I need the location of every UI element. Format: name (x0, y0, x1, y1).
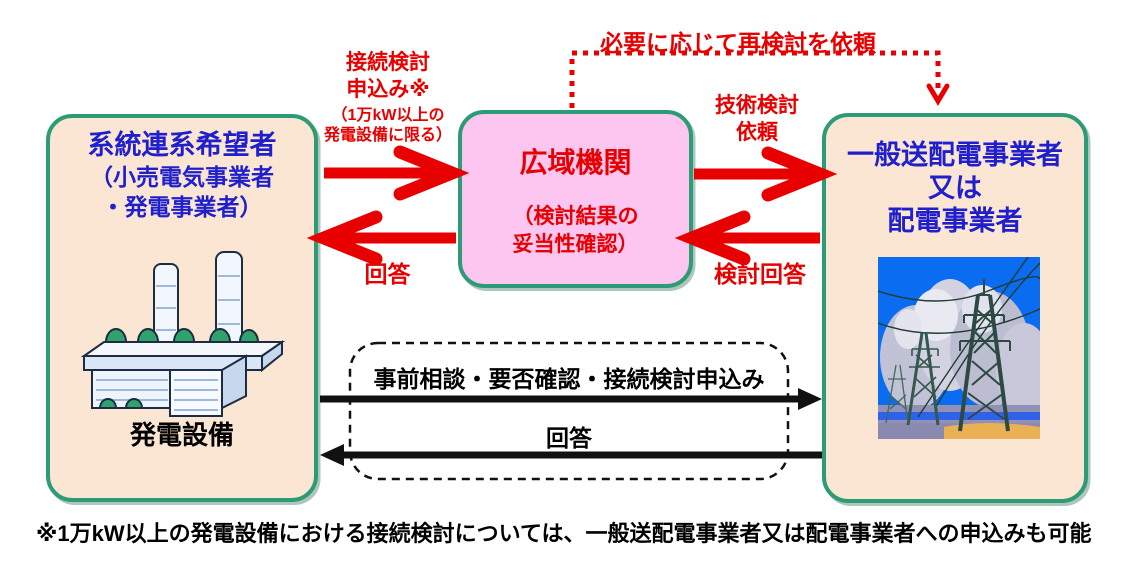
power-plant-caption: 発電設備 (129, 420, 234, 450)
tech-request-label-line1: 技術検討 (715, 94, 799, 117)
distribution-operator-line3: 配電事業者 (887, 206, 1023, 236)
oversight-organization-title: 広域機関 (519, 147, 632, 178)
roof-domes (104, 328, 260, 343)
apply-label-line1: 接続検討 (346, 51, 430, 74)
red-arrow-tech-answer (674, 210, 820, 266)
tower-medium (906, 332, 940, 426)
reexamine-request-label: 必要に応じて再検討を依頼 (600, 30, 876, 56)
red-arrow-answer (306, 210, 456, 266)
direct-answer-label: 回答 (546, 425, 592, 451)
oversight-organization-subtitle-2: 妥当性確認） (512, 233, 639, 256)
grid-applicant-subtitle-1: （小売電気事業者 (90, 164, 274, 190)
apply-note-line2: 発電設備に限る） (323, 127, 452, 144)
grid-applicant-box: 系統連系希望者 （小売電気事業者 ・発電事業者） (46, 114, 318, 502)
power-plant-illustration (80, 251, 286, 417)
answer-left-label: 回答 (364, 261, 411, 287)
apply-note-line1: （1万kW以上の (331, 107, 445, 124)
oversight-organization-subtitle-1: （検討結果の (512, 205, 639, 228)
red-arrow-tech-request (694, 146, 838, 202)
tower-small (885, 364, 909, 424)
ground (878, 405, 1040, 439)
direct-request-label: 事前相談・要否確認・接続検討申込み (373, 366, 765, 392)
tower-large (958, 279, 1011, 432)
distribution-operator-line1: 一般送配電事業者 (847, 140, 1063, 170)
grid-applicant-title: 系統連系希望者 (87, 130, 277, 160)
red-arrow-apply (324, 145, 470, 201)
transmission-towers-illustration (878, 257, 1040, 439)
distribution-operator-line2: 又は (928, 173, 982, 203)
tech-request-label-line2: 依頼 (736, 121, 778, 144)
oversight-organization-box: 広域機関 （検討結果の 妥当性確認） (458, 110, 693, 288)
distribution-operator-box: 一般送配電事業者 又は 配電事業者 (822, 113, 1088, 503)
apply-label-line2: 申込み※ (346, 78, 430, 101)
tech-answer-label: 検討回答 (714, 261, 806, 287)
grid-applicant-subtitle-2: ・発電事業者） (101, 194, 263, 220)
footnote: ※1万kW以上の発電設備における接続検討については、一般送配電事業者又は配電事業… (36, 521, 1092, 546)
